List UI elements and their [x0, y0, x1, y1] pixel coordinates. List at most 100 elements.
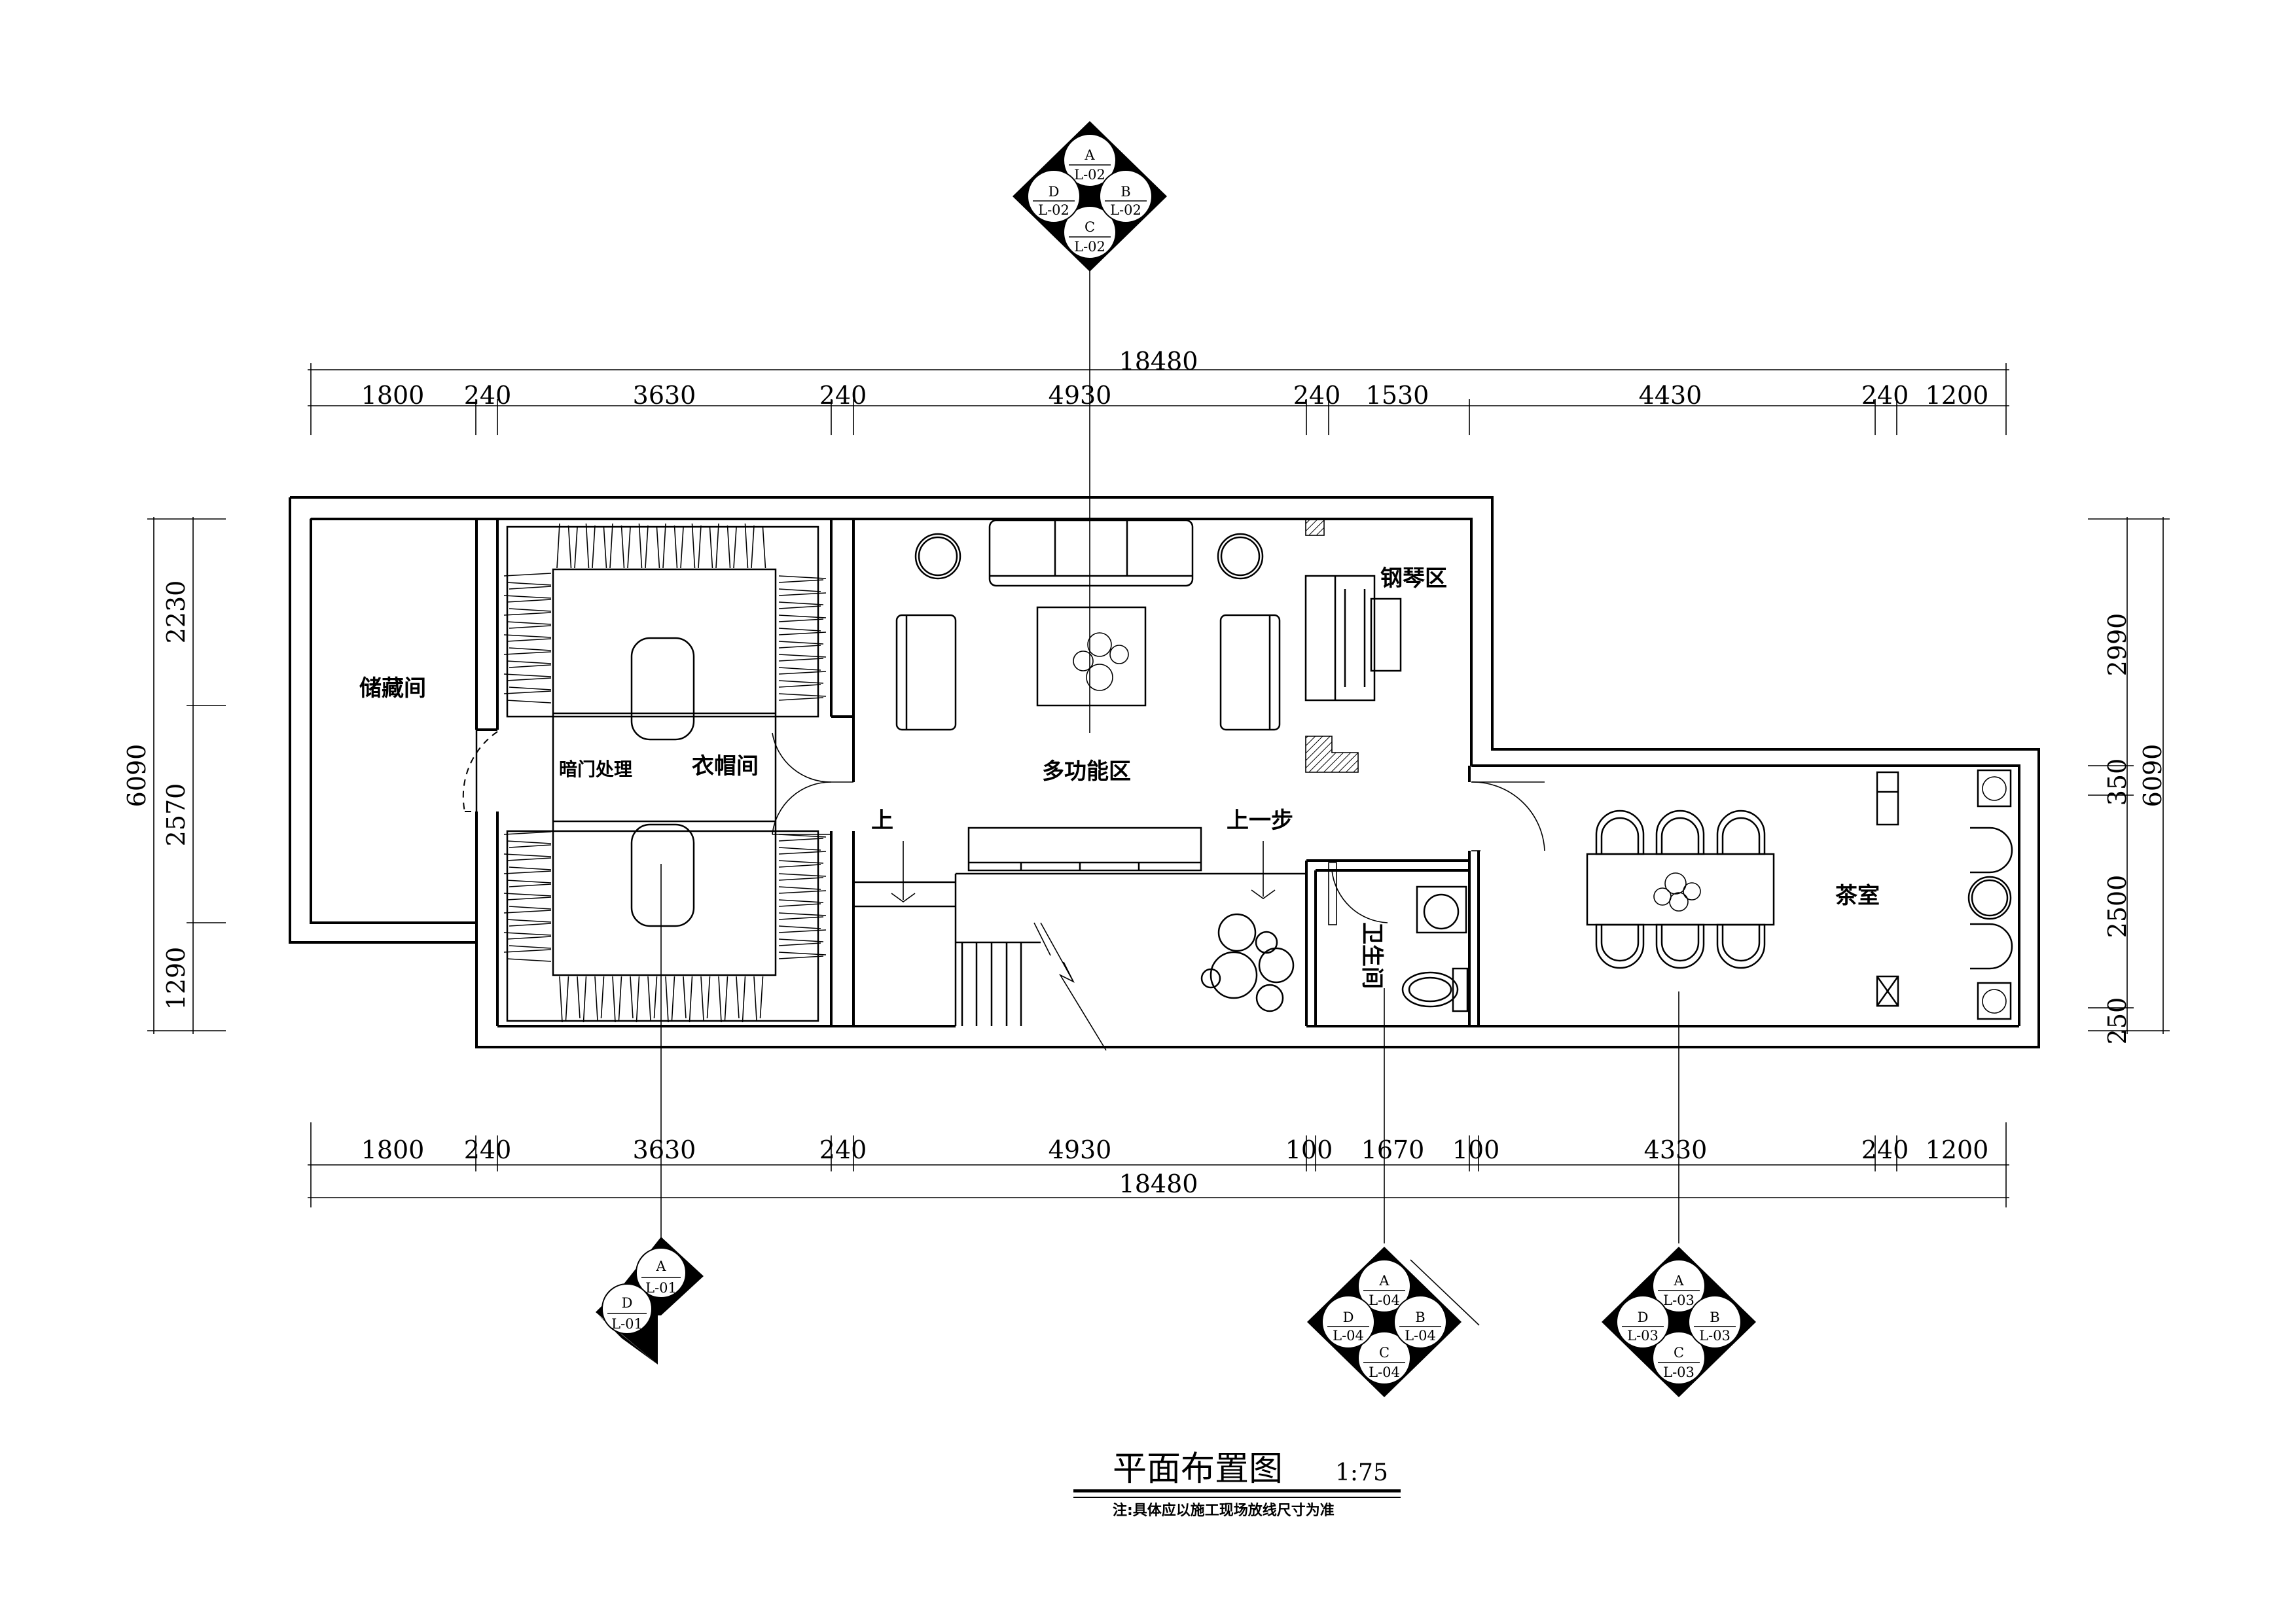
drawing-note: 注:具体应以施工现场放线尺寸为准 — [1113, 1502, 1335, 1519]
wardrobe-area — [503, 523, 827, 1023]
hanger-stroke — [778, 864, 821, 868]
hanger-stroke — [506, 857, 552, 861]
chair-icon — [1595, 923, 1645, 969]
room-label-up: 上 — [871, 808, 893, 834]
hanger-stroke — [509, 586, 552, 590]
dim-bottom-11: 1200 — [1926, 1135, 1989, 1164]
hanger-stroke — [778, 601, 824, 605]
hanger-stroke — [715, 523, 719, 569]
hanger-stroke — [698, 525, 702, 569]
hanger-stroke — [778, 890, 827, 894]
dim-bottom-5: 4930 — [1049, 1135, 1112, 1164]
tag-l01-d: L-01 — [611, 1316, 643, 1332]
room-label-up-step: 上一步 — [1227, 808, 1293, 834]
hanger-stroke — [778, 632, 827, 635]
chair-icon — [1655, 923, 1705, 969]
hanger-stroke — [778, 851, 827, 855]
hanger-stroke — [753, 976, 757, 1021]
hanger-stroke — [509, 608, 552, 612]
hanger-stroke — [503, 893, 552, 897]
hanger-stroke — [574, 527, 578, 569]
room-label-multi: 多功能区 — [1042, 758, 1131, 785]
hanger-stroke — [733, 527, 737, 569]
hanger-stroke — [577, 976, 581, 1019]
chair-icon — [1600, 925, 1640, 962]
chair-icon — [1721, 817, 1761, 854]
hanger-stroke — [744, 523, 749, 569]
tag-l04-d: L-04 — [1333, 1328, 1364, 1344]
hanger-stroke — [506, 880, 552, 883]
dim-top-4: 240 — [819, 381, 867, 410]
hanger-stroke — [509, 625, 552, 629]
tag-c: C — [1085, 219, 1095, 235]
tag-l03-a: L-03 — [1663, 1293, 1695, 1308]
hanger-stroke — [778, 579, 824, 583]
dim-top-8: 4430 — [1639, 381, 1702, 410]
dim-right-total: 6090 — [2138, 744, 2167, 808]
tag-l04-c: L-04 — [1369, 1364, 1400, 1380]
hanger-stroke — [503, 690, 552, 694]
tag-a: A — [1673, 1273, 1684, 1289]
dim-left-total: 6090 — [122, 744, 151, 808]
plant-icon — [1073, 632, 1129, 691]
hanger-stroke — [778, 645, 821, 649]
dim-bottom-6: 100 — [1285, 1135, 1333, 1164]
dim-left-1: 2230 — [162, 580, 190, 644]
hanger-stroke — [630, 976, 634, 1019]
tag-b: B — [1710, 1310, 1719, 1325]
hanger-stroke — [726, 525, 731, 569]
dim-bottom-3: 3630 — [633, 1135, 696, 1164]
hanger-stroke — [680, 527, 684, 569]
elevation-marker-l04: A L-04 D L-04 B L-04 C L-04 — [1307, 1247, 1480, 1397]
storage-room — [310, 518, 478, 924]
chair-icon — [1716, 923, 1766, 969]
hanger-stroke — [503, 853, 552, 857]
hanger-stroke — [638, 523, 643, 569]
tag-l02-d: L-02 — [1038, 202, 1069, 218]
hanger-stroke — [709, 527, 713, 569]
hanger-stroke — [778, 942, 821, 946]
tag-a: A — [1084, 147, 1095, 163]
hanger-stroke — [509, 883, 552, 887]
dim-right-2: 350 — [2103, 758, 2132, 806]
dim-bottom-2: 240 — [464, 1135, 512, 1164]
tag-c: C — [1674, 1345, 1684, 1361]
tag-l04-a: L-04 — [1369, 1293, 1400, 1308]
chair-icon — [1660, 925, 1700, 962]
hanger-stroke — [778, 860, 824, 864]
hanger-stroke — [778, 697, 824, 701]
tag-b: B — [1415, 1310, 1425, 1325]
living-furniture — [895, 519, 1295, 1012]
hanger-stroke — [509, 664, 552, 668]
left-dimensions: 2230 2570 1290 6090 — [122, 517, 226, 1034]
dim-right-1: 2990 — [2103, 613, 2132, 677]
dim-bottom-total: 18480 — [1119, 1169, 1198, 1198]
hanger-stroke — [503, 932, 552, 936]
top-dimensions: 18480 1800 240 3630 240 4930 240 1530 44… — [308, 347, 2009, 435]
hanger-stroke — [778, 654, 827, 658]
hanger-stroke — [778, 680, 824, 684]
hanger-stroke — [778, 952, 827, 955]
hanger-stroke — [503, 612, 552, 616]
walls — [289, 496, 2040, 1051]
bathroom-fixtures — [1401, 885, 1469, 1012]
hanger-stroke — [506, 840, 552, 844]
tag-a: A — [1378, 1273, 1390, 1289]
hanger-stroke — [778, 671, 827, 675]
hanger-stroke — [778, 877, 824, 881]
hanger-stroke — [509, 647, 552, 651]
hanger-stroke — [506, 599, 552, 603]
hanger-stroke — [612, 976, 616, 1023]
hanger-stroke — [700, 976, 704, 1021]
dim-right-3: 2500 — [2103, 875, 2132, 938]
dim-left-2: 2570 — [162, 783, 190, 847]
hanger-stroke — [778, 899, 824, 903]
dim-top-3: 3630 — [633, 381, 696, 410]
dim-bottom-4: 240 — [819, 1135, 867, 1164]
hanger-stroke — [778, 925, 821, 929]
tag-l02-b: L-02 — [1110, 202, 1141, 218]
hanger-stroke — [742, 976, 746, 1023]
hanger-stroke — [778, 873, 827, 877]
hanger-stroke — [503, 573, 552, 577]
